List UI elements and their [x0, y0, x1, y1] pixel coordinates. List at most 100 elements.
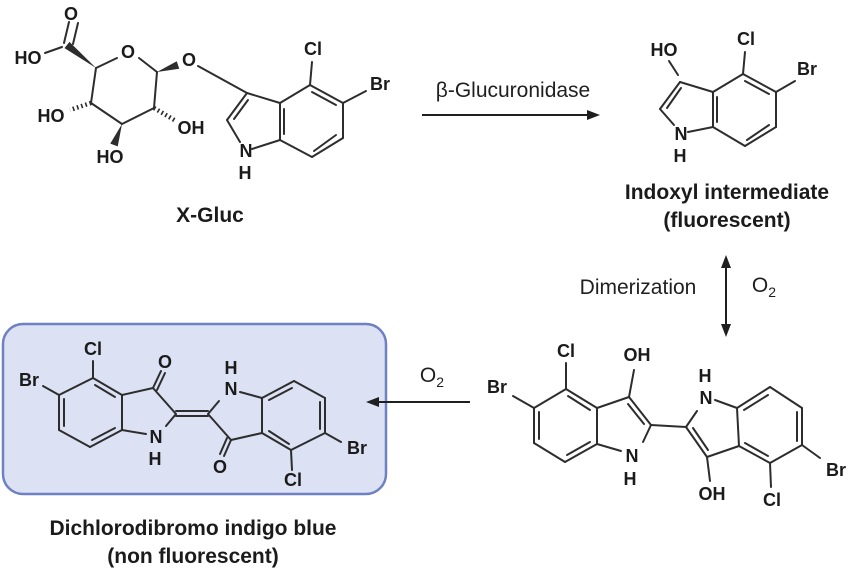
bond: [742, 51, 746, 75]
bond: [197, 65, 248, 94]
atom-label-ho: HO: [38, 106, 65, 126]
bond: [239, 391, 263, 399]
atom-label-cl: Cl: [304, 39, 322, 59]
bond: [769, 386, 803, 409]
atom-label-cl: Cl: [284, 470, 302, 490]
bond: [564, 443, 598, 463]
bond: [565, 388, 598, 409]
bond: [769, 462, 772, 488]
bond: [268, 387, 293, 401]
atom-label-h: H: [674, 146, 687, 166]
atom-label-o: O: [182, 50, 196, 70]
bond: [290, 432, 326, 451]
bond: [744, 126, 777, 147]
bond: [44, 46, 63, 54]
atom-label-oh: OH: [699, 484, 726, 504]
bond: [801, 444, 821, 459]
atom-label-n: N: [675, 124, 688, 144]
caption-line: (non fluorescent): [107, 545, 279, 568]
bond: [736, 407, 740, 447]
bond: [233, 99, 249, 120]
bond: [533, 442, 566, 463]
bond: [226, 92, 248, 121]
oxygen-subscript: 2: [436, 374, 445, 391]
bond: [743, 394, 769, 411]
bond: [744, 442, 769, 457]
bond: [121, 107, 155, 125]
bond: [685, 410, 698, 428]
bond: [533, 388, 567, 409]
bond: [72, 22, 79, 45]
bond: [92, 377, 123, 396]
bond: [692, 427, 709, 451]
arrow-head: [721, 255, 731, 268]
bond: [95, 57, 118, 69]
bond: [311, 91, 337, 106]
bond-hash: [152, 106, 178, 123]
bond: [313, 134, 337, 152]
bond: [627, 403, 645, 425]
oxygen-symbol: O: [419, 363, 437, 387]
atom-label-ho: HO: [15, 48, 42, 68]
caption-line: (fluorescent): [663, 209, 791, 232]
bond: [628, 369, 635, 398]
atom-label-n: N: [700, 388, 713, 408]
bond-wedge: [110, 124, 122, 147]
atom-label-br: Br: [19, 370, 39, 390]
atom-label-o: O: [121, 42, 135, 62]
bond: [566, 441, 591, 456]
caption-indoxyl-intermediate: Indoxyl intermediate (fluorescent): [625, 179, 829, 235]
oxygen-label-dimerization: O2: [752, 274, 776, 300]
bond: [223, 439, 232, 457]
bond: [268, 430, 290, 445]
bond: [121, 429, 147, 435]
bond: [58, 429, 91, 448]
bond: [309, 84, 344, 104]
bond: [712, 126, 746, 147]
atom-label-br: Br: [797, 59, 817, 79]
bond: [706, 445, 740, 458]
bond: [290, 449, 293, 471]
bond: [156, 372, 166, 391]
bond: [596, 443, 622, 452]
atom-label-h: H: [624, 469, 637, 489]
atom-label-br: Br: [370, 74, 390, 94]
bond: [311, 137, 344, 158]
bond: [668, 60, 679, 76]
bond: [512, 395, 535, 409]
bond: [89, 429, 123, 448]
bond: [642, 424, 652, 443]
bond-wedge: [157, 61, 180, 72]
bond: [769, 444, 803, 464]
bond: [42, 385, 60, 396]
bond: [152, 387, 177, 415]
product-highlight-box: [1, 322, 388, 496]
arrow-head: [721, 324, 731, 337]
atom-label-oh: OH: [624, 345, 651, 365]
atom-label-h: H: [225, 358, 238, 378]
atom-label-h: H: [239, 163, 252, 183]
bond: [219, 437, 228, 455]
bond: [58, 377, 94, 396]
atom-label-h: H: [149, 449, 162, 469]
bond: [152, 370, 162, 389]
arrow-enzyme: [422, 110, 600, 120]
dimerization-label: Dimerization: [579, 276, 697, 299]
bond: [679, 81, 714, 93]
arrow-dimerization: [721, 255, 731, 337]
bond: [324, 432, 342, 443]
caption-x-gluc: X-Gluc: [176, 204, 244, 227]
bond: [742, 73, 777, 93]
bond: [712, 73, 744, 93]
atom-label-ho: HO: [97, 147, 124, 167]
bond: [246, 92, 281, 104]
bond: [121, 387, 154, 396]
bond: [261, 432, 292, 451]
atom-label-cl: Cl: [763, 490, 781, 510]
arrow-head: [366, 397, 379, 407]
atom-label-ho: HO: [651, 40, 678, 60]
bond: [666, 87, 682, 109]
bond: [685, 426, 708, 458]
atom-label-n: N: [626, 446, 639, 466]
